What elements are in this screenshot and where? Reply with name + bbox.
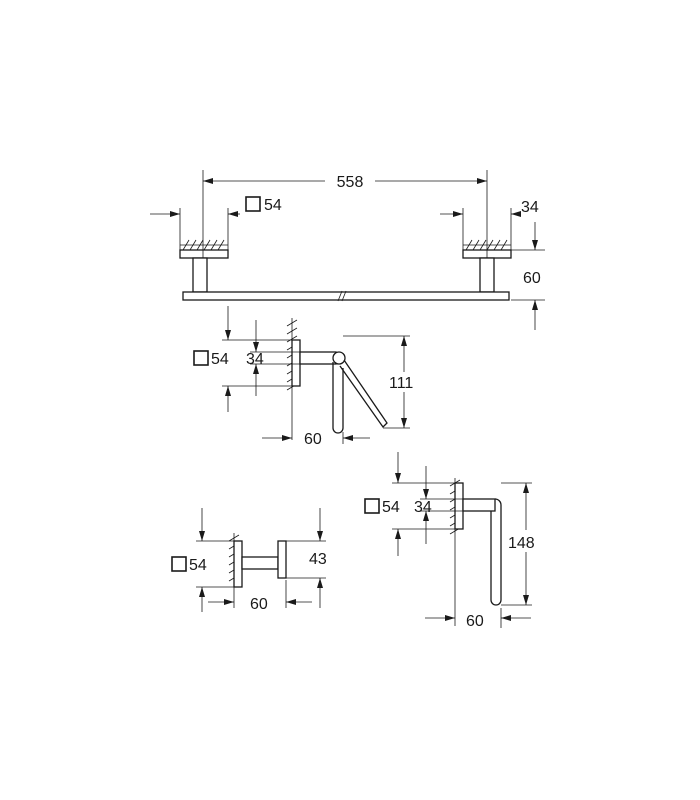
- dim-towel-bar-depth: 34: [521, 199, 539, 216]
- towel-ring-rosette: [454, 482, 464, 530]
- square-symbol-icon: [245, 196, 261, 212]
- dim-robe-hook-rosette: 54: [189, 557, 207, 574]
- towel-bar-rail: [182, 291, 510, 301]
- towel-bar-post-right: [479, 257, 495, 293]
- towel-bar-rosette-left: [179, 249, 229, 259]
- robe-hook-cap: [277, 540, 287, 579]
- dim-towel-bar-projection: 60: [523, 270, 541, 287]
- dim-paper-holder-height: 111: [389, 375, 413, 392]
- towel-ring-drawing: 54 34 148 60: [364, 452, 535, 630]
- robe-hook-arm: [241, 556, 279, 570]
- paper-holder-flap: [339, 359, 388, 429]
- paper-holder-rosette: [291, 339, 301, 387]
- robe-hook-drawing: 54 43 60: [171, 508, 327, 613]
- dim-towel-ring-rosette: 54: [382, 499, 400, 516]
- square-symbol-icon: [193, 350, 209, 366]
- dim-robe-hook-projection: 60: [250, 596, 268, 613]
- towel-bar-drawing: 558 54 34 60: [150, 170, 545, 330]
- paper-holder-bar: [332, 362, 344, 434]
- towel-ring-bar: [490, 498, 502, 606]
- dim-towel-ring-projection: 60: [466, 613, 484, 630]
- towel-bar-post-left: [192, 257, 208, 293]
- wall-hatch-right: [463, 239, 511, 251]
- dim-towel-ring-height: 148: [508, 535, 535, 552]
- dim-paper-holder-inner: 34: [246, 351, 264, 368]
- dim-paper-holder-projection: 60: [304, 431, 322, 448]
- dim-towel-bar-rosette: 54: [264, 197, 282, 214]
- dim-towel-ring-inner: 34: [414, 499, 432, 516]
- robe-hook-rosette: [233, 540, 243, 588]
- dim-robe-hook-height: 43: [309, 551, 327, 568]
- square-symbol-icon: [171, 556, 187, 572]
- paper-holder-arm: [299, 351, 337, 365]
- towel-ring-arm: [462, 498, 496, 512]
- break-mark: [337, 290, 347, 302]
- dim-paper-holder-rosette: 54: [211, 351, 229, 368]
- wall-hatch-left: [180, 239, 228, 251]
- dim-towel-bar-length: 558: [337, 174, 364, 191]
- paper-holder-drawing: 54 34 111 60: [193, 306, 413, 448]
- square-symbol-icon: [364, 498, 380, 514]
